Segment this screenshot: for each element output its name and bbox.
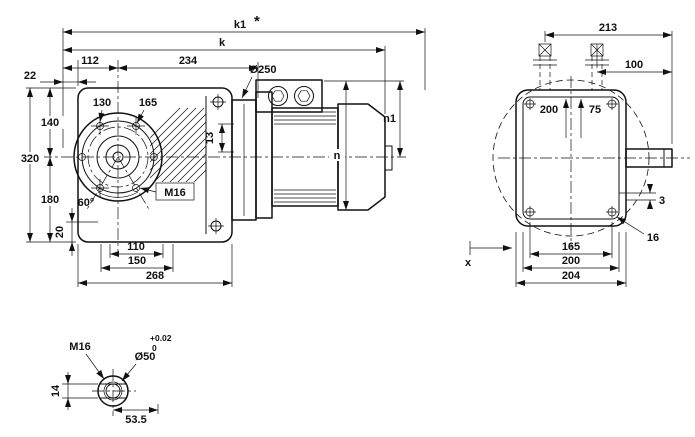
dim-22: 22 — [24, 70, 36, 82]
dim-140: 140 — [41, 117, 59, 129]
dim-3: 3 — [659, 195, 665, 207]
dim-16: 16 — [647, 232, 659, 244]
dim-165-end: 165 — [562, 241, 580, 253]
section-hatching — [150, 108, 206, 182]
main-view: k1 * k 112 234 22 Ø250 32 — [16, 13, 426, 287]
dim-110: 110 — [127, 241, 145, 253]
output-shaft — [625, 148, 673, 168]
dim-20: 20 — [54, 226, 66, 238]
cooling-fins — [274, 111, 336, 203]
dim-k: k — [219, 37, 226, 49]
dim-268: 268 — [146, 270, 164, 282]
dim-100: 100 — [625, 59, 643, 71]
tolerance-upper: +0.02 — [150, 333, 172, 343]
dim-n1: n1 — [383, 113, 396, 125]
dim-75: 75 — [589, 104, 601, 116]
axis-x-label: x — [465, 257, 472, 269]
dim-165: 165 — [139, 97, 157, 109]
thread-label-detail: M16 — [69, 341, 90, 353]
dim-k1-note: * — [254, 13, 260, 30]
tolerance-lower: 0 — [152, 343, 157, 353]
dimensions-end: 213 100 200 75 3 16 165 — [465, 22, 673, 287]
centerlines-end — [498, 76, 690, 248]
motor — [255, 79, 393, 219]
fan-cover — [337, 103, 393, 211]
dimensions-main: k1 * k 112 234 22 Ø250 32 — [16, 13, 426, 287]
dim-200-holes: 200 — [540, 104, 558, 116]
dim-dia-50: Ø50 — [135, 351, 156, 363]
dim-234: 234 — [179, 55, 198, 67]
corner-holes — [524, 98, 618, 218]
dim-200-end: 200 — [562, 255, 580, 267]
dim-flange-dia: Ø250 — [250, 64, 277, 76]
dim-180: 180 — [41, 194, 59, 206]
dim-14: 14 — [50, 384, 62, 397]
end-view: 213 100 200 75 3 16 165 — [465, 22, 690, 287]
dim-112: 112 — [81, 55, 99, 67]
dim-k1: k1 — [234, 19, 246, 31]
motor-adapter — [231, 99, 257, 221]
dim-n: n — [334, 150, 341, 162]
dim-angle: 60° — [78, 197, 95, 209]
shaft-detail: M16 +0.02 0 Ø50 14 53.5 — [50, 333, 172, 426]
dimensions-detail: M16 +0.02 0 Ø50 14 53.5 — [50, 333, 172, 426]
dim-150: 150 — [128, 255, 146, 267]
terminal-box — [255, 79, 323, 113]
thread-label-main: M16 — [164, 187, 185, 199]
dim-320: 320 — [21, 153, 39, 165]
centerlines-main — [40, 60, 406, 254]
dim-130: 130 — [93, 97, 111, 109]
dim-53-5: 53.5 — [125, 414, 146, 426]
dim-204: 204 — [562, 270, 581, 282]
dim-213: 213 — [599, 22, 617, 34]
dim-13: 13 — [204, 132, 216, 144]
